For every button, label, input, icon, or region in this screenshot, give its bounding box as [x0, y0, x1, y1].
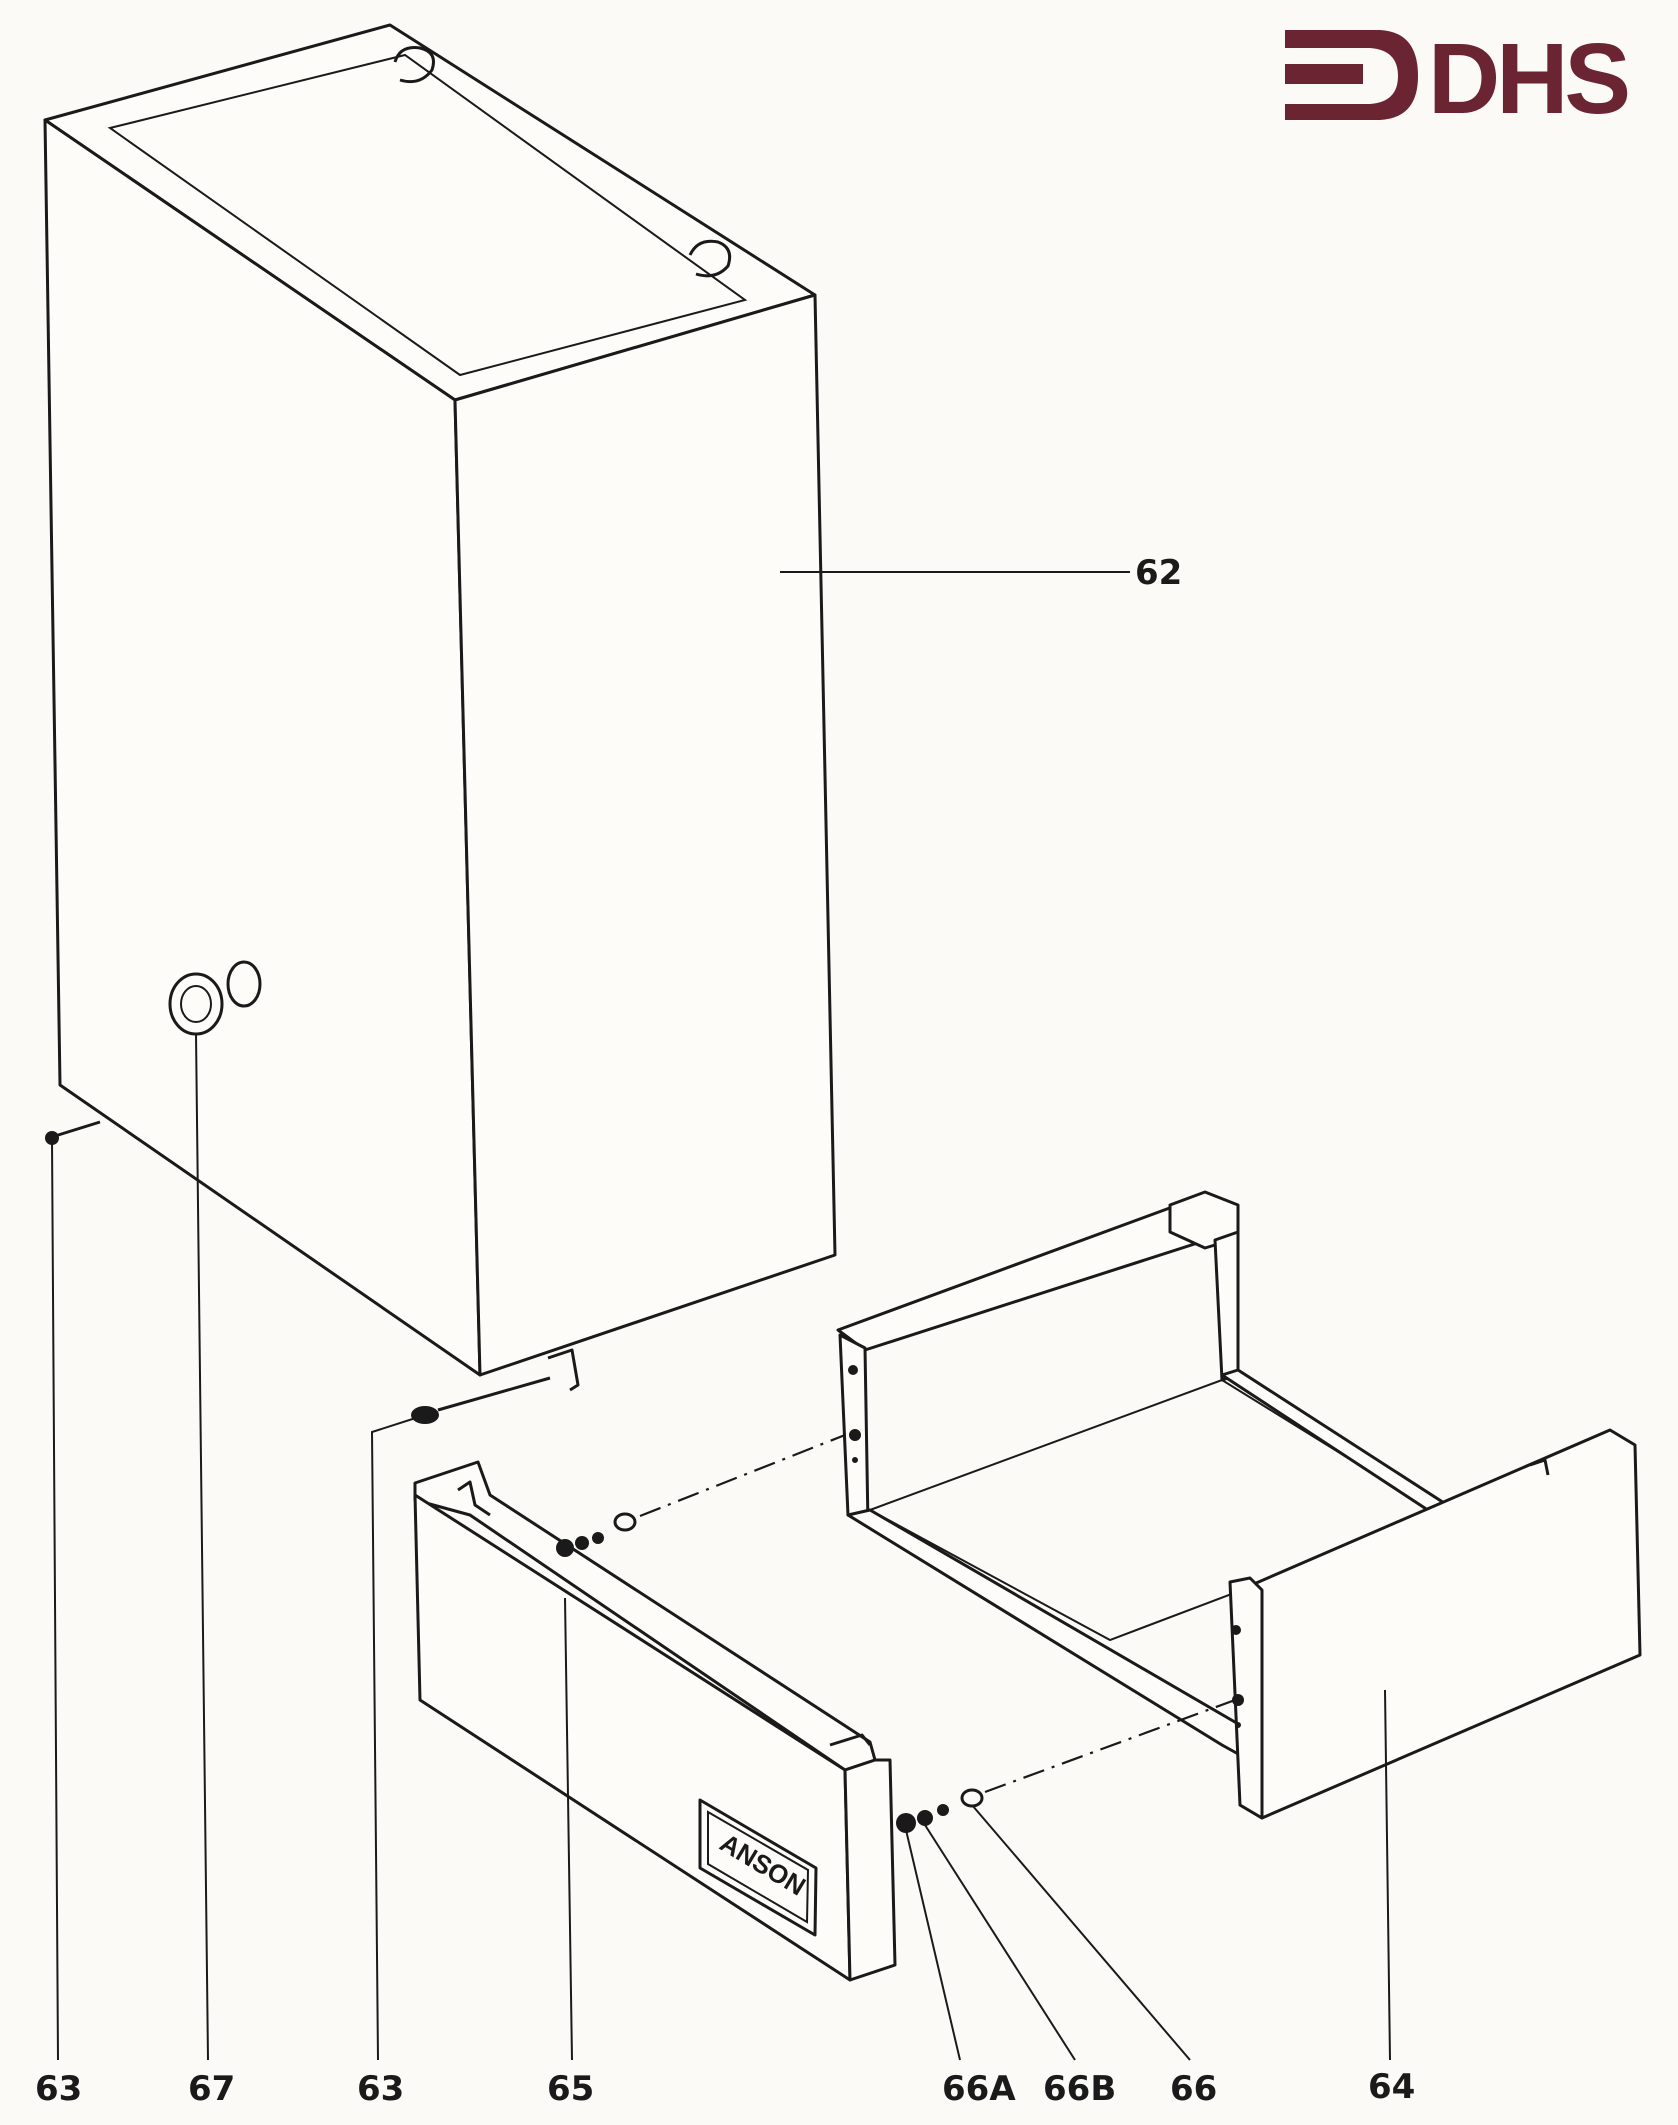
frame-right-post	[1213, 1230, 1240, 1382]
frame-side-rail	[1220, 1368, 1457, 1520]
top-notch-rear	[393, 46, 435, 84]
leader-66A	[905, 1829, 961, 2061]
callout-labels: 62 63 67 63 65 66A 66B 66 64	[35, 553, 1415, 2109]
logo-arrow-bar	[1285, 64, 1363, 84]
frame-bottom-rail	[846, 1508, 1242, 1757]
leader-63-mid	[370, 1414, 426, 2061]
frame-front-panel	[1238, 1428, 1642, 1820]
logo-mark-icon	[1285, 30, 1418, 120]
frame-front-edge	[1228, 1576, 1264, 1820]
cabinet-bracket	[547, 1348, 580, 1392]
callout-64: 64	[1368, 2067, 1415, 2107]
callout-66A: 66A	[942, 2069, 1016, 2109]
callout-63-mid: 63	[357, 2069, 404, 2109]
plinth-frame-64	[836, 1190, 1642, 1820]
kick-plate-65: ANSON	[413, 1460, 897, 1982]
leader-66B	[924, 1824, 1076, 2061]
callout-66: 66	[1170, 2069, 1217, 2109]
cabinet-right-face	[453, 293, 837, 1377]
callout-62: 62	[1135, 553, 1182, 593]
kick-plate-corner	[829, 1733, 872, 1747]
leader-65	[564, 1597, 573, 2061]
callout-66B: 66B	[1043, 2069, 1116, 2109]
leader-66	[971, 1804, 1191, 2061]
indicator-lens	[226, 960, 262, 1008]
leader-67	[195, 1033, 209, 2061]
leader-lines	[51, 571, 1391, 2061]
screw-63-left	[45, 1120, 101, 1145]
callout-63-left: 63	[35, 2069, 82, 2109]
kick-plate-front	[413, 1493, 852, 1982]
kick-plate-tab	[457, 1480, 491, 1517]
fixing-lower	[896, 1788, 984, 1833]
dhs-logo: DHS	[1285, 23, 1631, 135]
screw-63-mid	[411, 1376, 551, 1424]
control-knob-inner	[180, 985, 212, 1023]
kick-plate-end	[843, 1758, 897, 1982]
leader-64	[1384, 1689, 1391, 2061]
cabinet-62	[43, 23, 837, 1392]
frame-front-clip	[1529, 1458, 1550, 1476]
fixing-upper	[556, 1512, 637, 1557]
top-notch-front	[688, 239, 732, 278]
callout-65: 65	[547, 2069, 594, 2109]
alignment-line-lower	[984, 1698, 1236, 1794]
callout-67: 67	[188, 2069, 235, 2109]
cabinet-top-recess	[107, 53, 748, 377]
logo-text: DHS	[1428, 23, 1627, 135]
alignment-line-upper	[639, 1433, 846, 1518]
leader-63-left	[51, 1139, 59, 2061]
